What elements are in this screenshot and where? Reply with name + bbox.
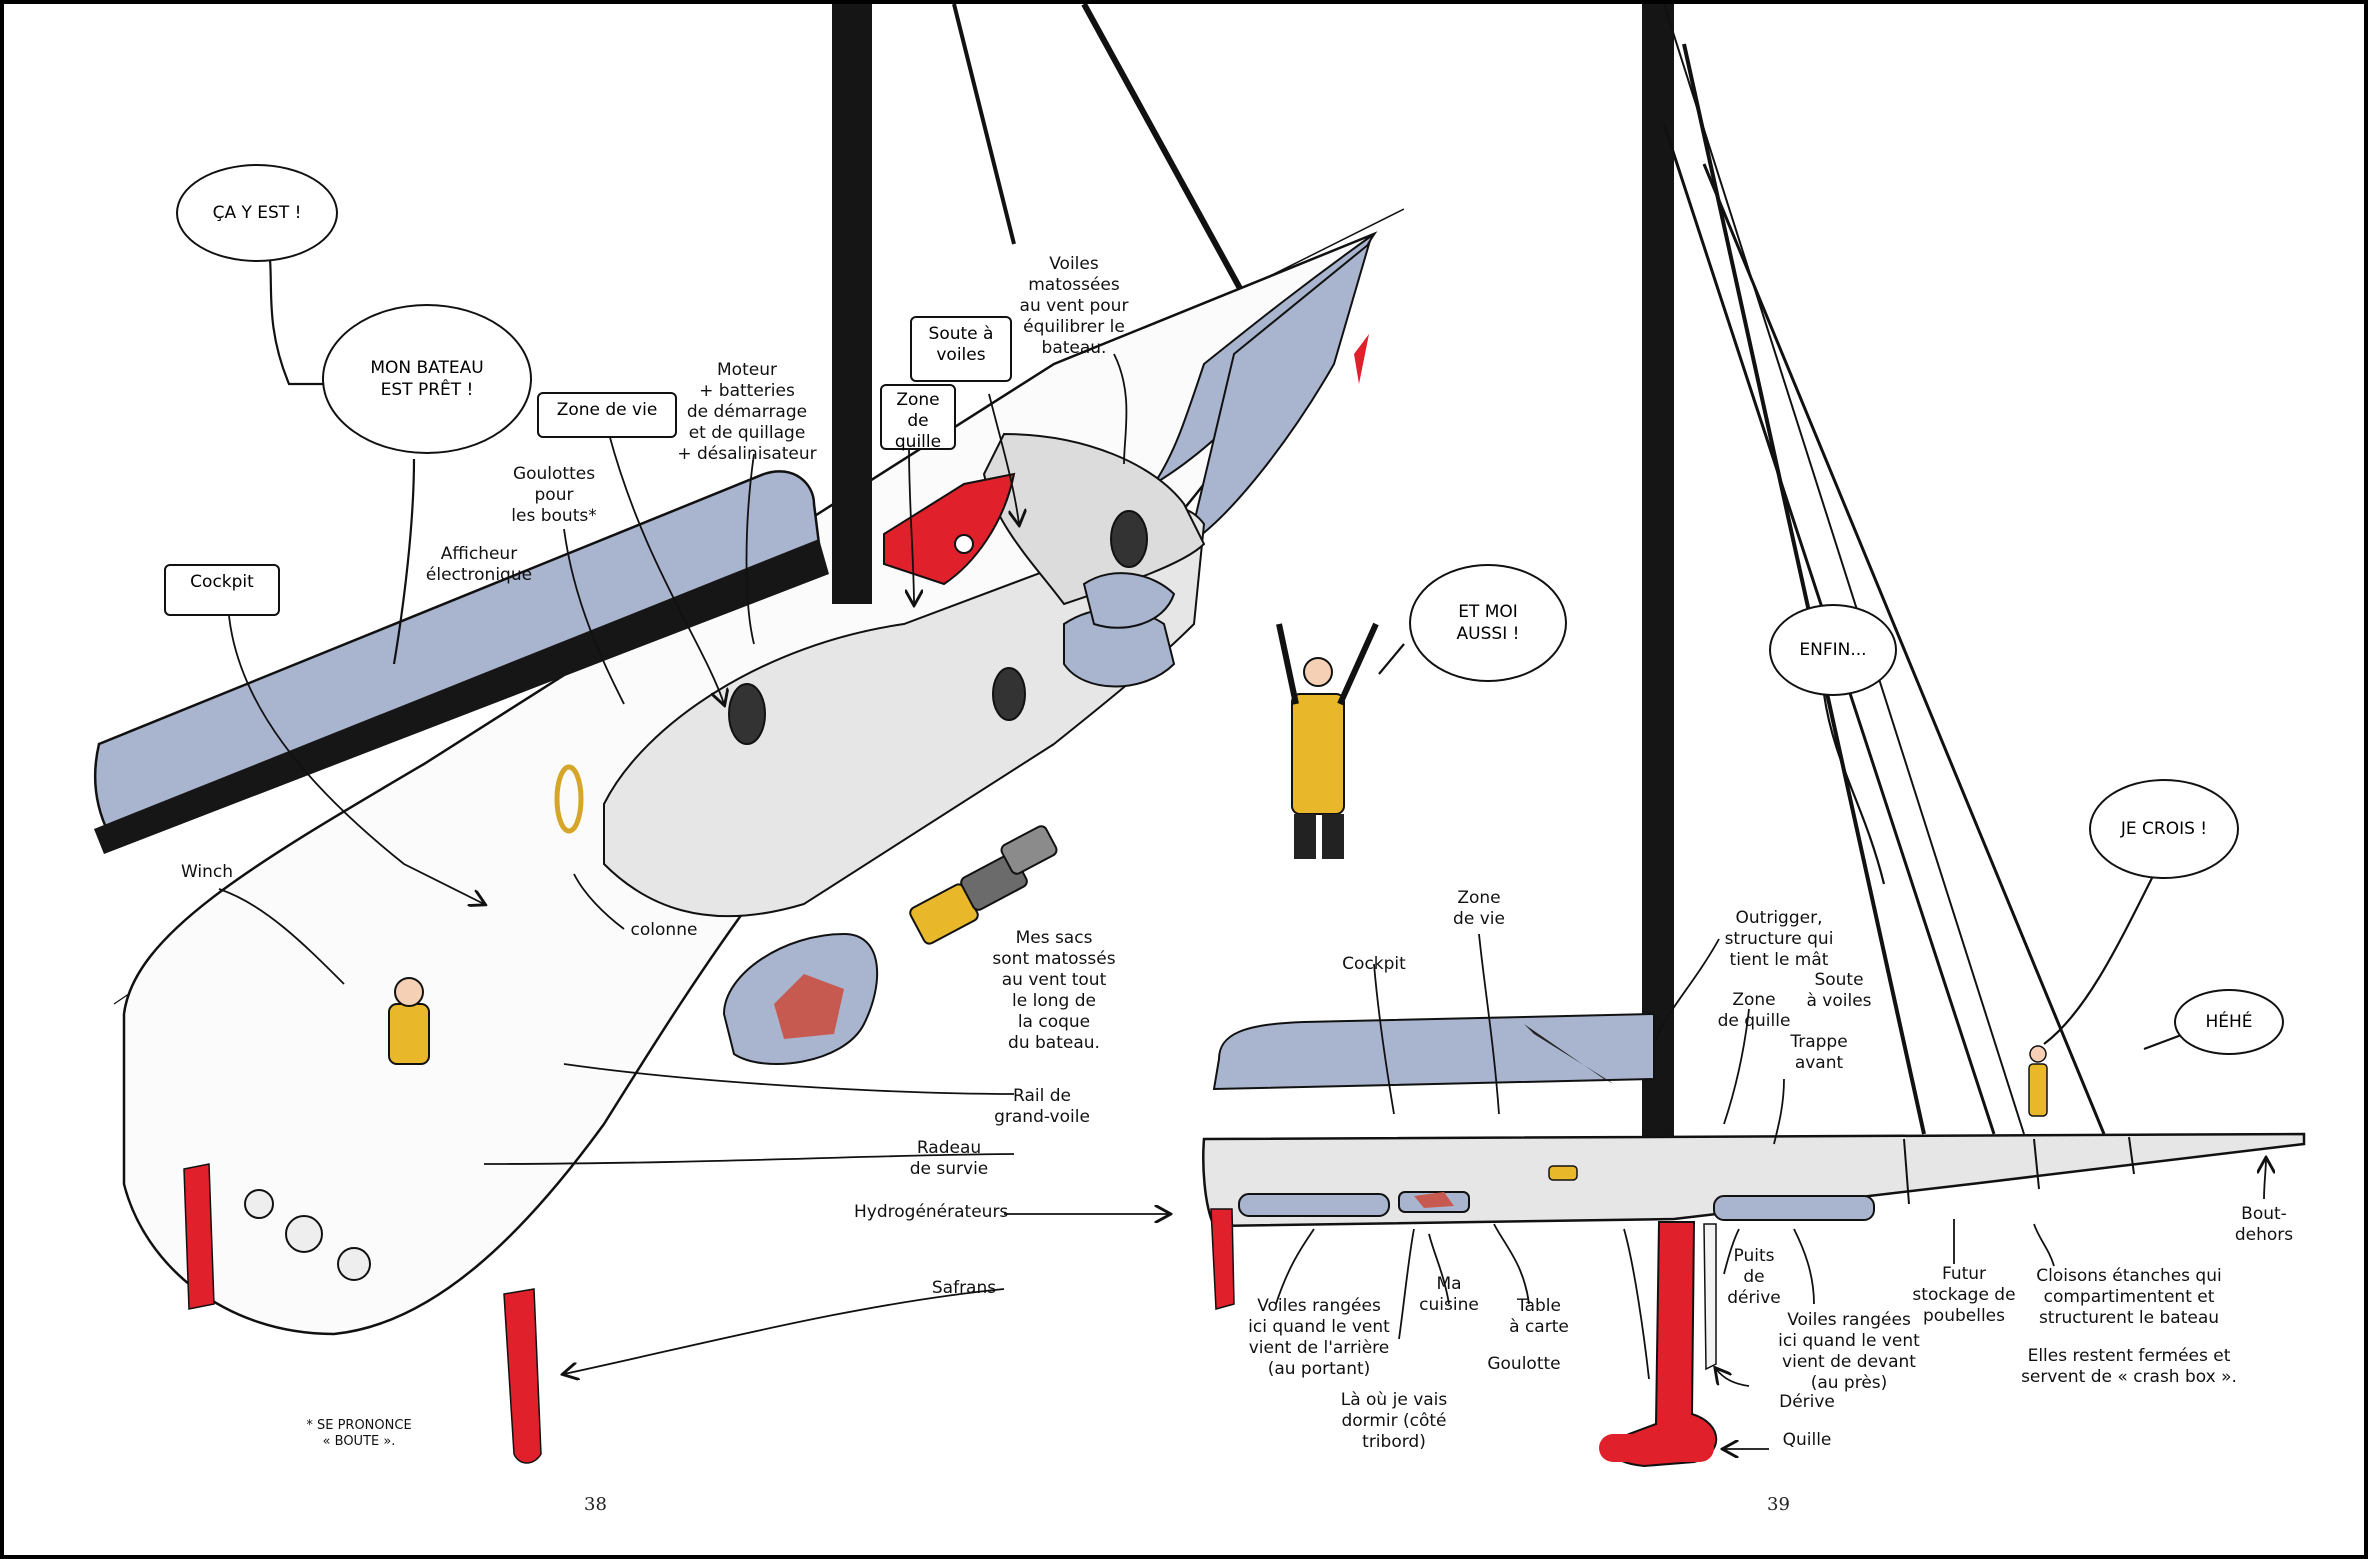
page-number-left: 38 bbox=[584, 1494, 607, 1515]
label-cockpit-left: Cockpit bbox=[164, 564, 280, 616]
label-outrigger: Outrigger, structure qui tient le mât bbox=[1724, 908, 1834, 970]
left-boom bbox=[94, 539, 829, 854]
label-afficheur: Afficheur électronique bbox=[425, 544, 533, 585]
label-radeau: Radeau de survie bbox=[909, 1138, 989, 1179]
label-goulottes: Goulottes pour les bouts* bbox=[511, 464, 597, 526]
bubble-tails bbox=[267, 248, 2185, 1051]
left-mast bbox=[832, 4, 872, 604]
label-safrans: Safrans bbox=[931, 1278, 997, 1298]
bubble-hehe: HÉHÉ bbox=[2174, 989, 2284, 1055]
forestay-line bbox=[1081, 4, 1257, 316]
right-keel bbox=[1610, 1221, 1718, 1468]
bubble-et-moi: ET MOI AUSSI ! bbox=[1409, 564, 1567, 682]
right-rudder bbox=[1210, 1208, 1235, 1310]
right-mast bbox=[1642, 4, 1674, 1154]
left-cabin bbox=[603, 506, 1206, 918]
small-person bbox=[2028, 1045, 2048, 1117]
right-boom-sail bbox=[1212, 1012, 1655, 1091]
label-quille: Quille bbox=[1782, 1430, 1832, 1450]
label-zone-de-quille-left: Zone de quille bbox=[880, 384, 956, 452]
left-rudder-1 bbox=[183, 1163, 215, 1310]
label-colonne: colonne bbox=[630, 920, 698, 940]
label-zone-de-vie-right: Zone de vie bbox=[1453, 888, 1505, 929]
bubble-enfin: ENFIN... bbox=[1769, 604, 1897, 696]
label-cloisons: Cloisons étanches qui compartimentent et… bbox=[2036, 1266, 2222, 1328]
label-cockpit-right: Cockpit bbox=[1342, 954, 1406, 974]
label-table-a-carte: Table à carte bbox=[1509, 1296, 1569, 1337]
label-mes-sacs: Mes sacs sont matossés au vent tout le l… bbox=[992, 928, 1116, 1053]
bubble-mon-bateau: MON BATEAU EST PRÊT ! bbox=[322, 304, 532, 454]
label-derive: Dérive bbox=[1779, 1392, 1835, 1412]
label-soute-a-voiles-left: Soute à voiles bbox=[910, 316, 1012, 382]
footnote: * SE PRONONCE « BOUTE ». bbox=[306, 1418, 412, 1449]
label-hydrogenerateurs: Hydrogénérateurs bbox=[854, 1202, 1009, 1222]
label-puits-de-derive: Puits de dérive bbox=[1727, 1246, 1781, 1308]
label-futur-stockage: Futur stockage de poubelles bbox=[1912, 1264, 2016, 1326]
right-boat bbox=[1202, 4, 2306, 1468]
label-trappe-avant: Trappe avant bbox=[1790, 1032, 1848, 1073]
label-voiles-devant: Voiles rangées ici quand le vent vient d… bbox=[1778, 1310, 1920, 1393]
illustration bbox=[93, 4, 2306, 1468]
bubble-ca-y-est: ÇA Y EST ! bbox=[176, 164, 338, 262]
left-boat bbox=[93, 4, 1405, 1464]
label-soute-a-voiles-right: Soute à voiles bbox=[1806, 970, 1872, 1011]
left-rudder-2 bbox=[503, 1288, 542, 1464]
label-winch: Winch bbox=[180, 862, 234, 882]
label-la-ou-je-vais-dormir: Là où je vais dormir (côté tribord) bbox=[1340, 1390, 1448, 1452]
label-zone-de-quille-right: Zone de quille bbox=[1717, 990, 1791, 1031]
label-zone-de-vie-left: Zone de vie bbox=[537, 392, 677, 438]
label-goulotte: Goulotte bbox=[1487, 1354, 1561, 1374]
label-voiles-matossees: Voiles matossées au vent pour équilibrer… bbox=[1019, 254, 1129, 358]
label-voiles-arriere: Voiles rangées ici quand le vent vient d… bbox=[1248, 1296, 1390, 1379]
leader-lines bbox=[218, 353, 2266, 1449]
label-moteur: Moteur + batteries de démarrage et de qu… bbox=[677, 360, 817, 464]
label-ma-cuisine: Ma cuisine bbox=[1419, 1274, 1479, 1315]
cheering-person bbox=[1276, 622, 1379, 859]
label-bout-dehors: Bout- dehors bbox=[2234, 1204, 2294, 1245]
label-rail: Rail de grand-voile bbox=[994, 1086, 1090, 1127]
bubble-je-crois: JE CROIS ! bbox=[2089, 779, 2239, 879]
page-number-right: 39 bbox=[1767, 1494, 1790, 1515]
label-elles-restent: Elles restent fermées et servent de « cr… bbox=[2021, 1346, 2237, 1387]
